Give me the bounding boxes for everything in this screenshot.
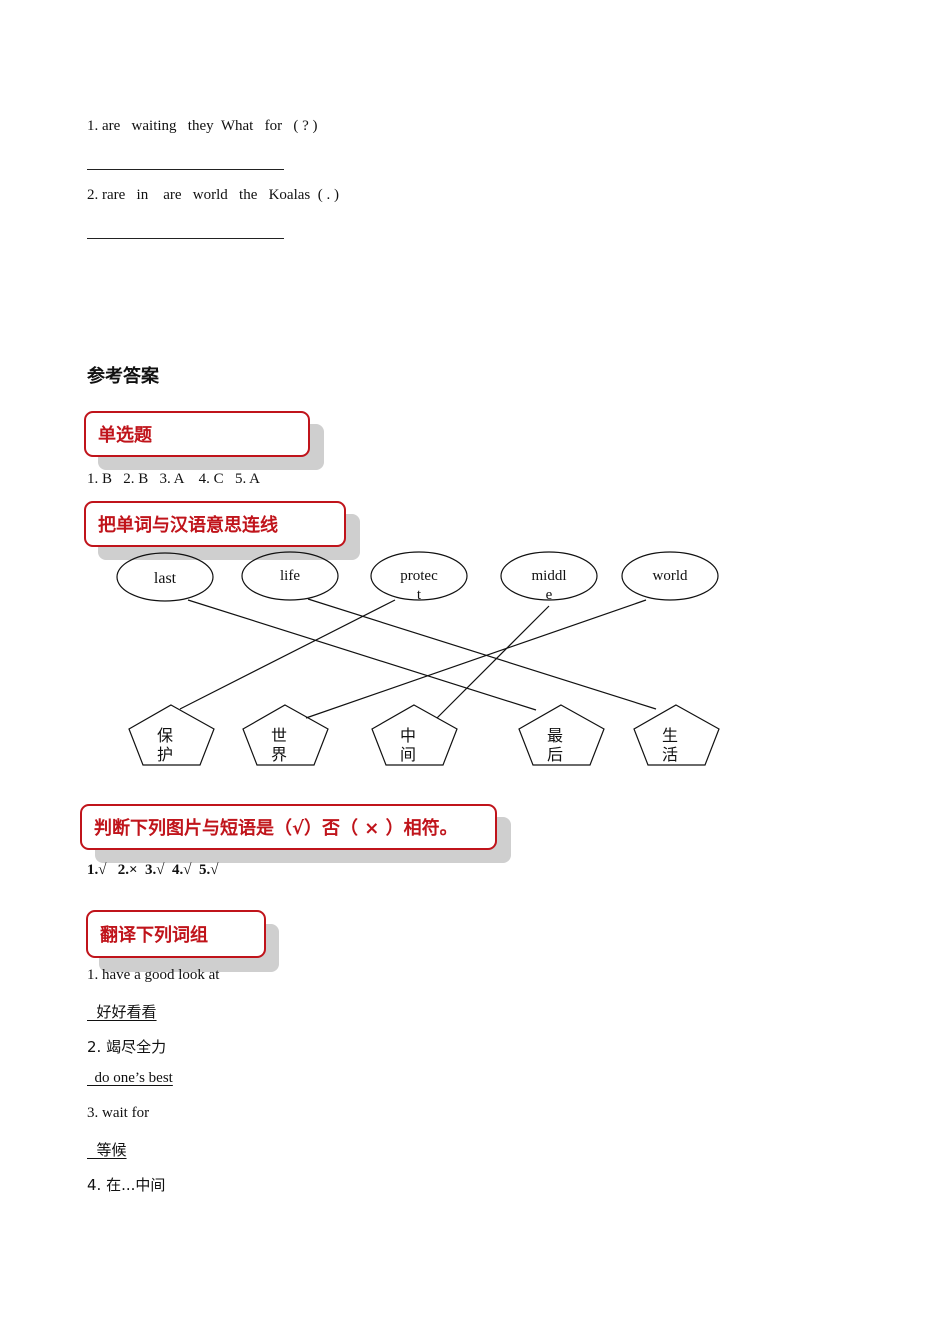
line-world-to-shijie (305, 599, 647, 719)
word-protect-1: protec (400, 568, 438, 584)
translation-prompt-3: 3. wait for (87, 1105, 150, 1121)
line-middle-to-zhongjian (436, 605, 550, 719)
meaning-shenghuo-1: 生 (662, 727, 678, 745)
word-protect-2: t (417, 587, 422, 603)
word-last: last (154, 570, 177, 587)
meaning-shenghuo-2: 活 (662, 746, 678, 764)
word-middle-1: middl (531, 568, 566, 584)
badge-label: 单选题 (84, 411, 310, 457)
word-life: life (280, 568, 300, 584)
word-ellipse-middle (500, 551, 598, 601)
word-ellipse-world (621, 551, 719, 601)
word-ellipse-life (241, 551, 339, 601)
line-last-to-zuihou (187, 599, 537, 711)
badge-label: 翻译下列词组 (86, 910, 266, 958)
meaning-baohu-1: 保 (157, 727, 173, 745)
meaning-shijie-2: 界 (271, 746, 287, 764)
word-ellipse-protect (370, 551, 468, 601)
meaning-pentagon-baohu (128, 704, 215, 766)
meaning-baohu-2: 护 (157, 746, 173, 764)
line-protect-to-baohu (179, 599, 396, 710)
word-ellipse-last (116, 552, 214, 602)
meaning-shijie-1: 世 (271, 727, 287, 745)
translation-answer-3: 等候 (87, 1141, 127, 1159)
meaning-pentagon-shijie (242, 704, 329, 766)
badge-label: 判断下列图片与短语是（√）否（ × ）相符。 (80, 804, 497, 850)
meaning-pentagon-zuihou (518, 704, 605, 766)
meaning-pentagon-zhongjian (371, 704, 458, 766)
meaning-zuihou-2: 后 (547, 746, 563, 764)
badge-label: 把单词与汉语意思连线 (84, 501, 346, 547)
meaning-zhongjian-1: 中 (400, 727, 416, 745)
translation-answer-1: 好好看看 (87, 1003, 157, 1021)
question-2-text: 2. rare in are world the Koalas ( . ) (87, 187, 339, 203)
translation-prompt-2: 2. 竭尽全力 (87, 1038, 167, 1056)
matching-diagram: last life protec t middl e world 保 护 世 界… (116, 551, 720, 766)
translation-answer-2: do one’s best (87, 1070, 173, 1086)
word-world: world (653, 568, 688, 584)
question-1-text: 1. are waiting they What for ( ? ) (87, 118, 318, 134)
meaning-pentagon-shenghuo (633, 704, 720, 766)
answer-key-title: 参考答案 (87, 366, 159, 387)
meaning-zhongjian-2: 间 (400, 746, 416, 764)
translation-prompt-1: 1. have a good look at (87, 967, 220, 983)
multiple-choice-answers: 1. B 2. B 3. A 4. C 5. A (87, 471, 260, 487)
true-false-answers: 1.√ 2.× 3.√ 4.√ 5.√ (87, 862, 219, 878)
translation-prompt-4: 4. 在...中间 (87, 1176, 166, 1194)
answer-blank-1[interactable] (87, 169, 284, 170)
line-life-to-shenghuo (307, 598, 657, 710)
answer-blank-2[interactable] (87, 238, 284, 239)
word-middle-2: e (546, 587, 553, 603)
meaning-zuihou-1: 最 (547, 728, 563, 745)
